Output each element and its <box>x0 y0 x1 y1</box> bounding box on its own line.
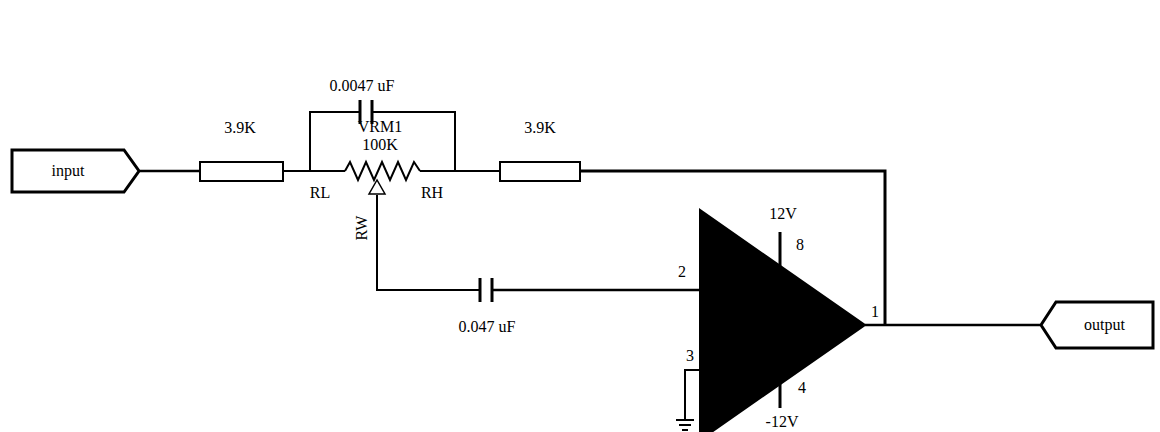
capacitor-value: 0.047 uF <box>459 318 516 336</box>
pin-number: 3 <box>686 347 694 365</box>
pin-number: 4 <box>798 379 806 397</box>
tag-outline <box>12 150 139 192</box>
part-name: VRM1 <box>358 118 402 136</box>
tag-label: output <box>1084 316 1125 334</box>
wire <box>310 112 360 171</box>
potentiometer-symbol <box>345 162 420 180</box>
terminal-name: RH <box>421 184 443 202</box>
tag-outline <box>1041 302 1153 348</box>
ground-symbol <box>682 429 688 431</box>
wire <box>377 195 480 290</box>
terminal-name: RL <box>310 184 330 202</box>
resistor-value: 3.9K <box>524 119 556 137</box>
wire <box>685 370 700 420</box>
terminal-name: RW <box>353 216 371 241</box>
capacitor-value: 0.0047 uF <box>330 77 395 95</box>
ground-symbol <box>676 419 694 421</box>
pin-number: 2 <box>678 263 686 281</box>
potentiometer-value: 100K <box>362 136 398 154</box>
supply-pin <box>779 232 782 268</box>
signal-tag: output <box>1040 300 1155 350</box>
pin-number: 1 <box>871 303 879 321</box>
opamp-symbol <box>700 210 865 432</box>
wire <box>420 170 500 172</box>
resistor-symbol <box>500 162 580 181</box>
resistor-symbol <box>200 162 283 181</box>
output-wire <box>865 324 1040 327</box>
pin-number: 8 <box>796 236 804 254</box>
wiper-arrow <box>369 180 385 194</box>
wire <box>140 170 200 173</box>
wire <box>492 289 700 292</box>
resistor-value: 3.9K <box>224 119 256 137</box>
signal-tag: input <box>10 148 140 194</box>
ground-symbol <box>679 424 691 426</box>
tag-label: input <box>52 162 85 180</box>
supply-voltage: 12V <box>769 205 797 223</box>
capacitor-symbol <box>479 278 482 302</box>
wire <box>283 170 345 172</box>
supply-voltage: -12V <box>766 413 799 431</box>
